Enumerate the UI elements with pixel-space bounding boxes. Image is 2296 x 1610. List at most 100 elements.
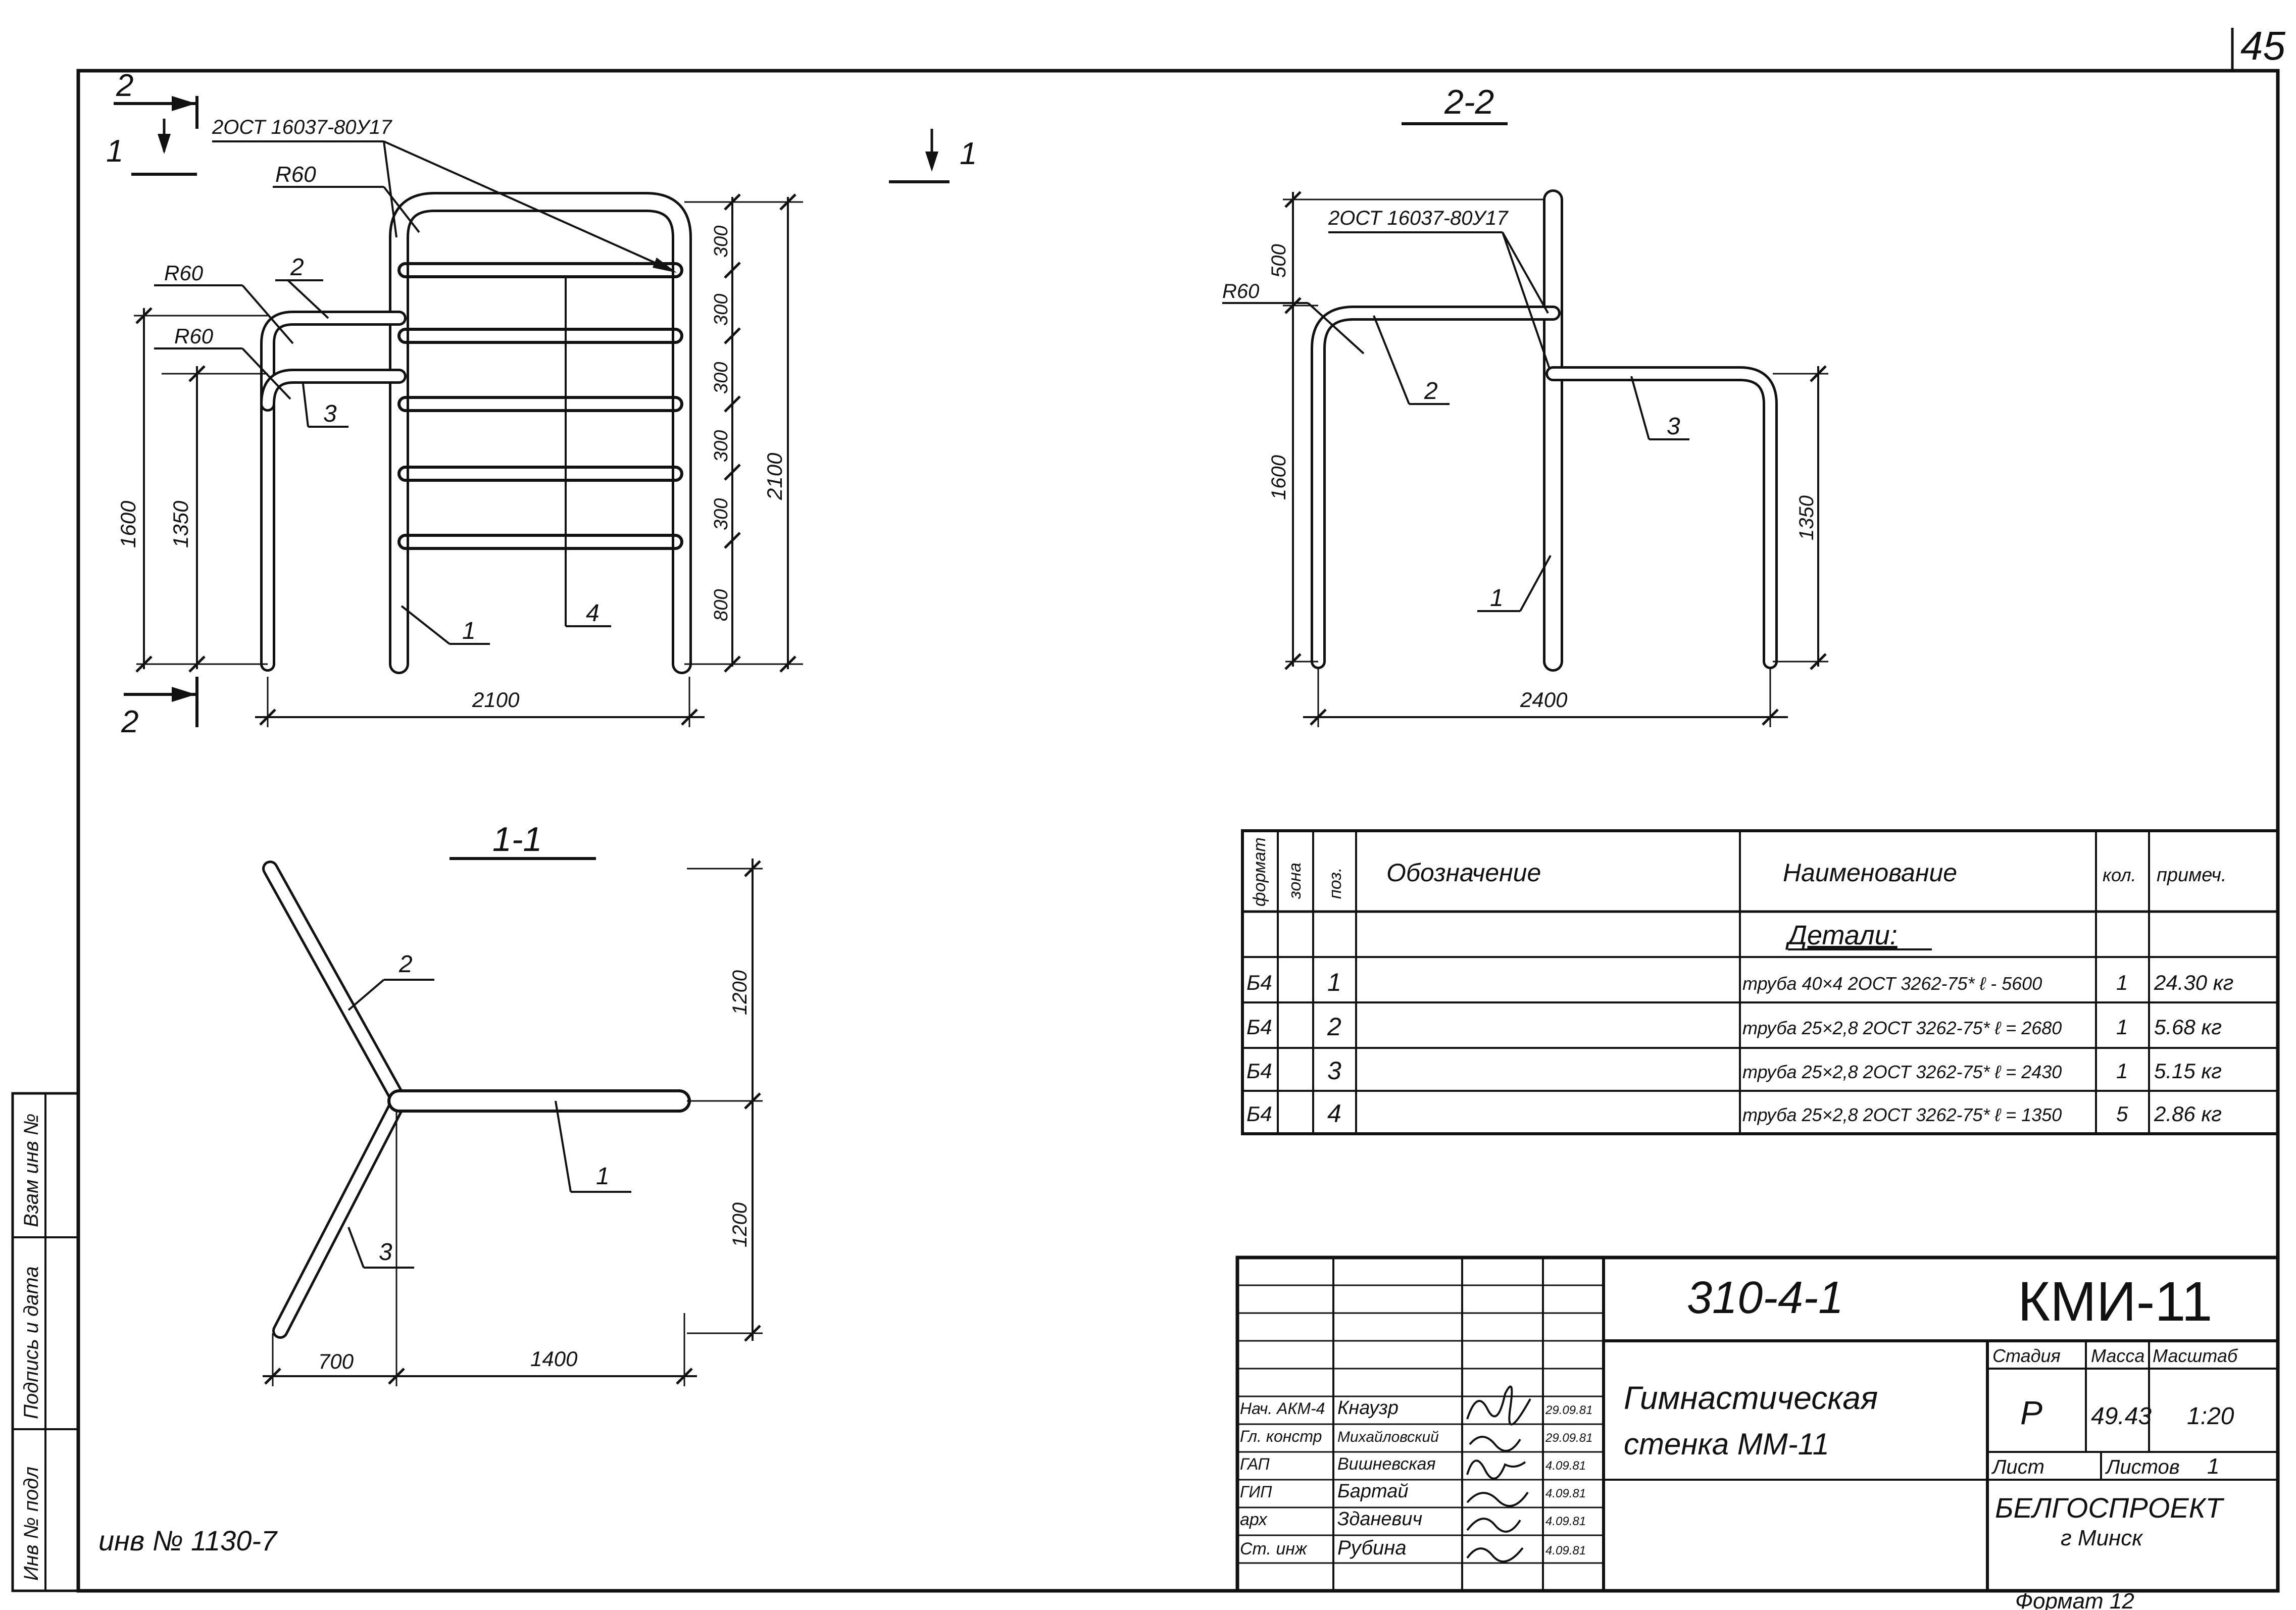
section-markers: 2 1 1 2: [106, 68, 977, 739]
section-2-2-dim-1350: 1350: [1795, 495, 1818, 540]
signature-name: Вишневская: [1337, 1454, 1436, 1474]
organization-city: г Минск: [2061, 1526, 2143, 1550]
stamp-inv-replacement: Взам инв №: [20, 1114, 42, 1227]
spec-row-note: 5.15 кг: [2154, 1059, 2222, 1083]
signature-date: 4.09.81: [1545, 1459, 1586, 1473]
spec-row-note: 2.86 кг: [2154, 1102, 2222, 1126]
stamp-inv-original: Инв № подл: [20, 1467, 42, 1581]
section-2-2-dim-1600: 1600: [1268, 455, 1290, 500]
plan-dim-bottom-1200: 1200: [729, 1202, 751, 1247]
title-block: Нач. АКМ-4 Кнаузр 29.09.81 Гл. констр Ми…: [1235, 1255, 2280, 1593]
front-dim-1600: 1600: [116, 500, 140, 548]
plan-dim-700: 700: [318, 1349, 354, 1373]
spec-header-name: Наименование: [1783, 859, 1957, 887]
spec-row-qty: 1: [2116, 1015, 2128, 1039]
section-2-2-weld-note: 2ОСТ 16037-80У17: [1328, 207, 1509, 229]
mass-value: 49.43: [2091, 1403, 2152, 1430]
sheet-label: Лист: [1991, 1456, 2044, 1478]
front-radius-mid: R60: [164, 261, 204, 285]
spec-row-qty: 1: [2116, 1059, 2128, 1083]
sheets-label: Листов: [2105, 1456, 2180, 1478]
lower-side-pipe: [260, 369, 407, 412]
plan-pipe-2: [262, 861, 405, 1104]
section-2-mark-top: 2: [116, 68, 133, 103]
section-2-2-radius: R60: [1222, 280, 1259, 303]
title-mark: КМИ-11: [2018, 1271, 2213, 1333]
spec-header-qty: кол.: [2103, 865, 2136, 885]
scale-value: 1:20: [2187, 1403, 2234, 1430]
section-2-2-pos-1: 1: [1490, 585, 1504, 612]
signature-date: 29.09.81: [1545, 1403, 1592, 1417]
front-pos-2-label: 2: [290, 254, 304, 281]
scale-label: Масштаб: [2153, 1345, 2238, 1366]
section-2-2-pos-2: 2: [1424, 378, 1438, 405]
section-1-mark-right: 1: [960, 136, 977, 171]
signature-role: ГИП: [1240, 1483, 1272, 1501]
signature-date: 29.09.81: [1545, 1431, 1592, 1445]
front-pos-1-label: 1: [462, 618, 476, 644]
front-rung-gap-1: 300: [711, 226, 732, 258]
side-stamp: Взам инв № Подпись и дата Инв № подл: [11, 1092, 80, 1592]
spec-row-name: труба 25×2,8 2ОСТ 3262-75* ℓ = 2430: [1742, 1062, 2062, 1082]
spec-row-format: Б4: [1246, 1015, 1272, 1039]
front-radius-low: R60: [174, 324, 214, 348]
signature-name: Зданевич: [1337, 1508, 1422, 1530]
signature-name: Михайловский: [1337, 1429, 1439, 1445]
spec-row-qty: 1: [2116, 971, 2128, 994]
spec-header-designation: Обозначение: [1386, 859, 1541, 887]
mass-label: Масса: [2091, 1345, 2144, 1366]
plan-dim-1400: 1400: [530, 1347, 578, 1371]
signature-name: Рубина: [1337, 1537, 1407, 1559]
signature-name: Кнаузр: [1337, 1397, 1399, 1419]
signature-role: Нач. АКМ-4: [1240, 1399, 1325, 1418]
front-pos-3-label: 3: [323, 400, 337, 427]
spec-header-pos: поз.: [1326, 868, 1345, 899]
sheets-value: 1: [2207, 1454, 2219, 1479]
spec-table: формат зона поз. Обозначение Наименовани…: [1241, 829, 2279, 1135]
organization: БЕЛГОСПРОЕКТ: [1995, 1492, 2225, 1524]
section-1-1-view: 1-1 2 1 3 1200 1200: [262, 820, 763, 1386]
rung: [397, 396, 683, 412]
section-2-2-view: 2-2 2ОСТ 16037-80У17 R60 2 3 1: [1222, 83, 1828, 727]
signature-date: 4.09.81: [1545, 1515, 1586, 1528]
section-2-2-dim-500: 500: [1268, 244, 1290, 278]
front-radius-top: R60: [275, 162, 316, 187]
front-rung-gap-5: 300: [711, 498, 732, 530]
signature-role: Гл. констр: [1240, 1427, 1322, 1445]
section-1-1-title: 1-1: [492, 820, 542, 859]
front-view: 2ОСТ 16037-80У17 R60 R60 R60 2 3 1 4: [116, 116, 803, 727]
inventory-note: инв № 1130-7: [98, 1525, 278, 1556]
plan-pipe-3: [272, 1098, 405, 1339]
title-line-2: стенка ММ-11: [1624, 1427, 1829, 1461]
spec-row-qty: 5: [2116, 1102, 2128, 1126]
signature-role: арх: [1240, 1510, 1268, 1529]
spec-row-format: Б4: [1246, 1059, 1272, 1083]
section-2-2-title: 2-2: [1444, 83, 1494, 121]
spec-header-note: примеч.: [2157, 865, 2226, 886]
plan-pos-2: 2: [398, 951, 413, 978]
spec-header-zone: зона: [1285, 863, 1305, 899]
upper-side-pipe-section: [1311, 306, 1561, 669]
spec-row-note: 24.30 кг: [2154, 971, 2233, 994]
front-rung-gap-2: 300: [711, 294, 732, 326]
spec-row-name: труба 25×2,8 2ОСТ 3262-75* ℓ = 1350: [1742, 1104, 2062, 1125]
spec-group-title: Детали:: [1785, 920, 1898, 950]
title-series: 310-4-1: [1687, 1273, 1843, 1323]
rung: [397, 534, 683, 550]
front-rung-gap-3: 300: [711, 362, 732, 394]
front-dim-1350: 1350: [169, 500, 192, 548]
stamp-sign-date: Подпись и дата: [20, 1266, 42, 1419]
spec-row-pos: 3: [1327, 1056, 1341, 1085]
stage-label: Стадия: [1992, 1345, 2061, 1366]
spec-row-name: труба 25×2,8 2ОСТ 3262-75* ℓ = 2680: [1742, 1018, 2062, 1038]
section-2-mark-bottom: 2: [121, 705, 138, 739]
spec-row-pos: 1: [1327, 968, 1341, 996]
signature-name: Бартай: [1337, 1481, 1409, 1502]
front-weld-note: 2ОСТ 16037-80У17: [212, 116, 392, 138]
front-width-2100: 2100: [472, 688, 520, 712]
frame-pipe: [389, 192, 692, 674]
signature-role: ГАП: [1240, 1455, 1270, 1473]
front-rung-gap-4: 300: [711, 430, 732, 462]
